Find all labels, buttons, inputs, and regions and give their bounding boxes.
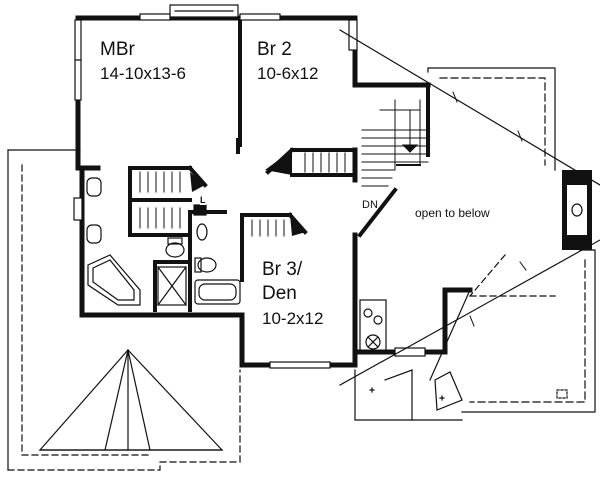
bath-fixtures (86, 177, 241, 306)
laundry-label: L (200, 195, 206, 205)
left-roof-outline (7, 149, 241, 471)
door-marks (190, 138, 306, 236)
room-size-br2: 10-6x12 (257, 64, 319, 83)
closet-hangers (139, 152, 346, 237)
stair-down-label: DN (362, 199, 378, 211)
room-name-br3-line1: Br 3/ (262, 259, 303, 280)
break-marks (452, 91, 527, 327)
room-size-br3: 10-2x12 (262, 309, 324, 328)
room-name-br2: Br 2 (257, 39, 292, 60)
right-roof-outline (339, 29, 600, 421)
room-size-mbr: 14-10x13-6 (100, 64, 187, 83)
room-name-br3-line2: Den (262, 283, 297, 304)
room-name-mbr: MBr (100, 39, 135, 60)
exterior-walls (75, 15, 473, 368)
open-to-below-label: open to below (415, 206, 490, 220)
stove-fixture (359, 299, 387, 353)
chimney (562, 170, 592, 250)
gable-roof (38, 349, 224, 451)
top-windows (73, 4, 426, 369)
stairs (361, 99, 429, 187)
